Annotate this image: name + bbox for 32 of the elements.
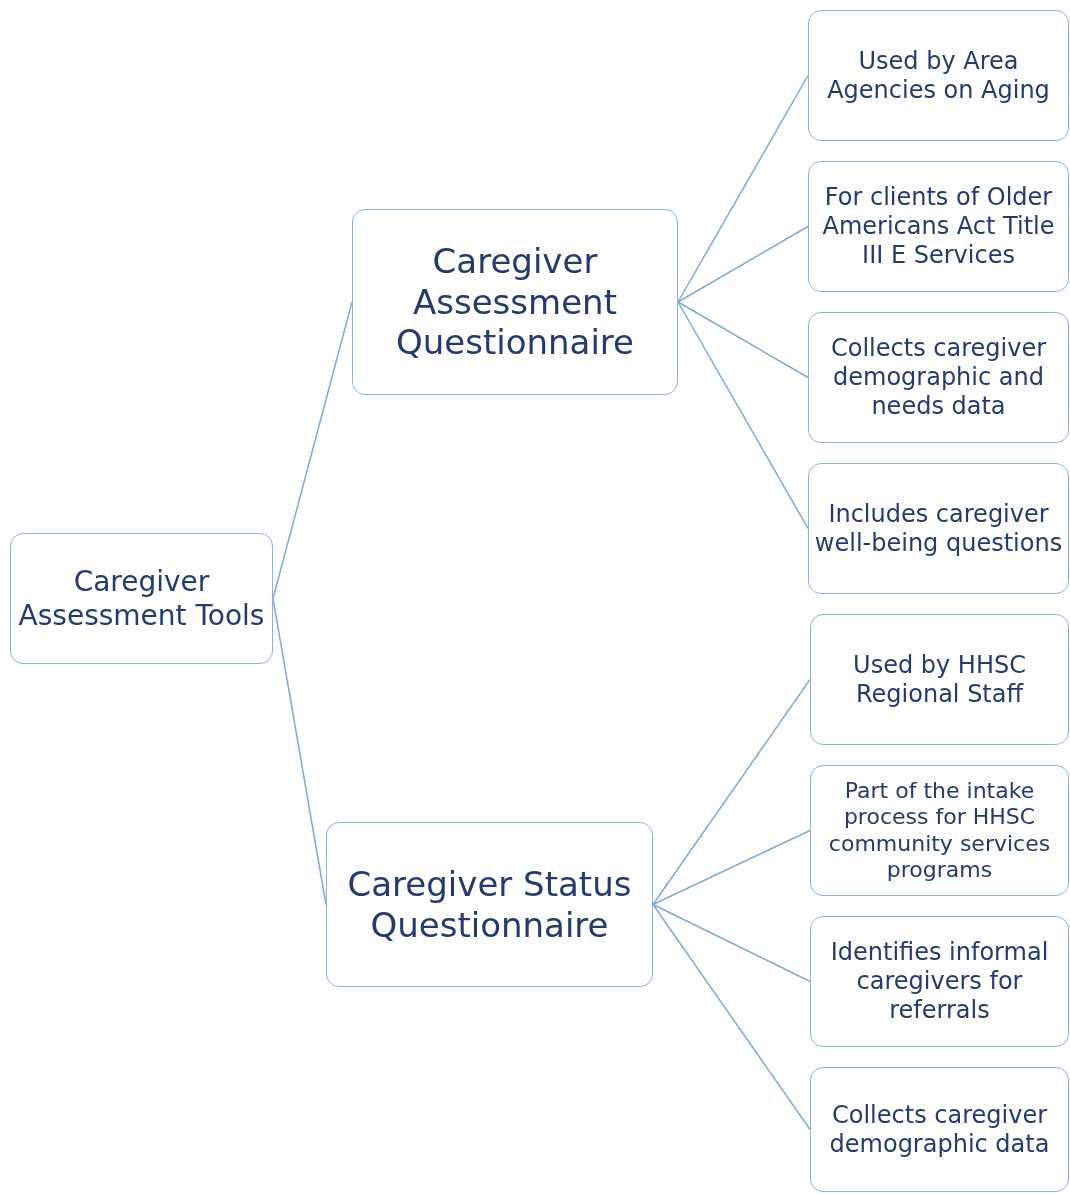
connector-line (652, 678, 811, 906)
connector-line (677, 301, 809, 530)
connector-line (677, 74, 809, 303)
node-text: Used by Area Agencies on Aging (826, 46, 1051, 105)
detail-box (810, 916, 1069, 1047)
detail-box (808, 161, 1069, 292)
detail-box (808, 312, 1069, 443)
connector-line (272, 301, 353, 600)
connector-line (652, 903, 811, 983)
node-text: Identifies informal caregivers for referrals (829, 938, 1050, 1025)
detail-box (810, 765, 1069, 896)
node-text: For clients of Older Americans Act Title III E Services (821, 183, 1056, 270)
node-text: Caregiver Assessment Tools (17, 564, 266, 633)
root-box (10, 533, 273, 664)
node-text: Caregiver Assessment Questionnaire (394, 240, 636, 364)
node-text: Caregiver Status Questionnaire (346, 863, 633, 946)
topic-box (352, 209, 678, 395)
detail-box (810, 1067, 1069, 1192)
node-text: Includes caregiver well-being questions (813, 499, 1064, 558)
connector-line (652, 829, 811, 906)
connector-line (677, 301, 809, 379)
connector-line (652, 903, 811, 1131)
node-text: Used by HHSC Regional Staff (852, 650, 1027, 709)
connector-line (272, 597, 327, 906)
node-text: Collects caregiver demographic data (828, 1100, 1051, 1159)
node-text: Collects caregiver demographic and needs data (830, 334, 1047, 421)
topic-box (326, 822, 653, 987)
node-text: Part of the intake process for HHSC community services programs (827, 777, 1052, 884)
detail-box (808, 10, 1069, 141)
connector-line (677, 225, 809, 303)
detail-box (808, 463, 1069, 594)
detail-box (810, 614, 1069, 745)
